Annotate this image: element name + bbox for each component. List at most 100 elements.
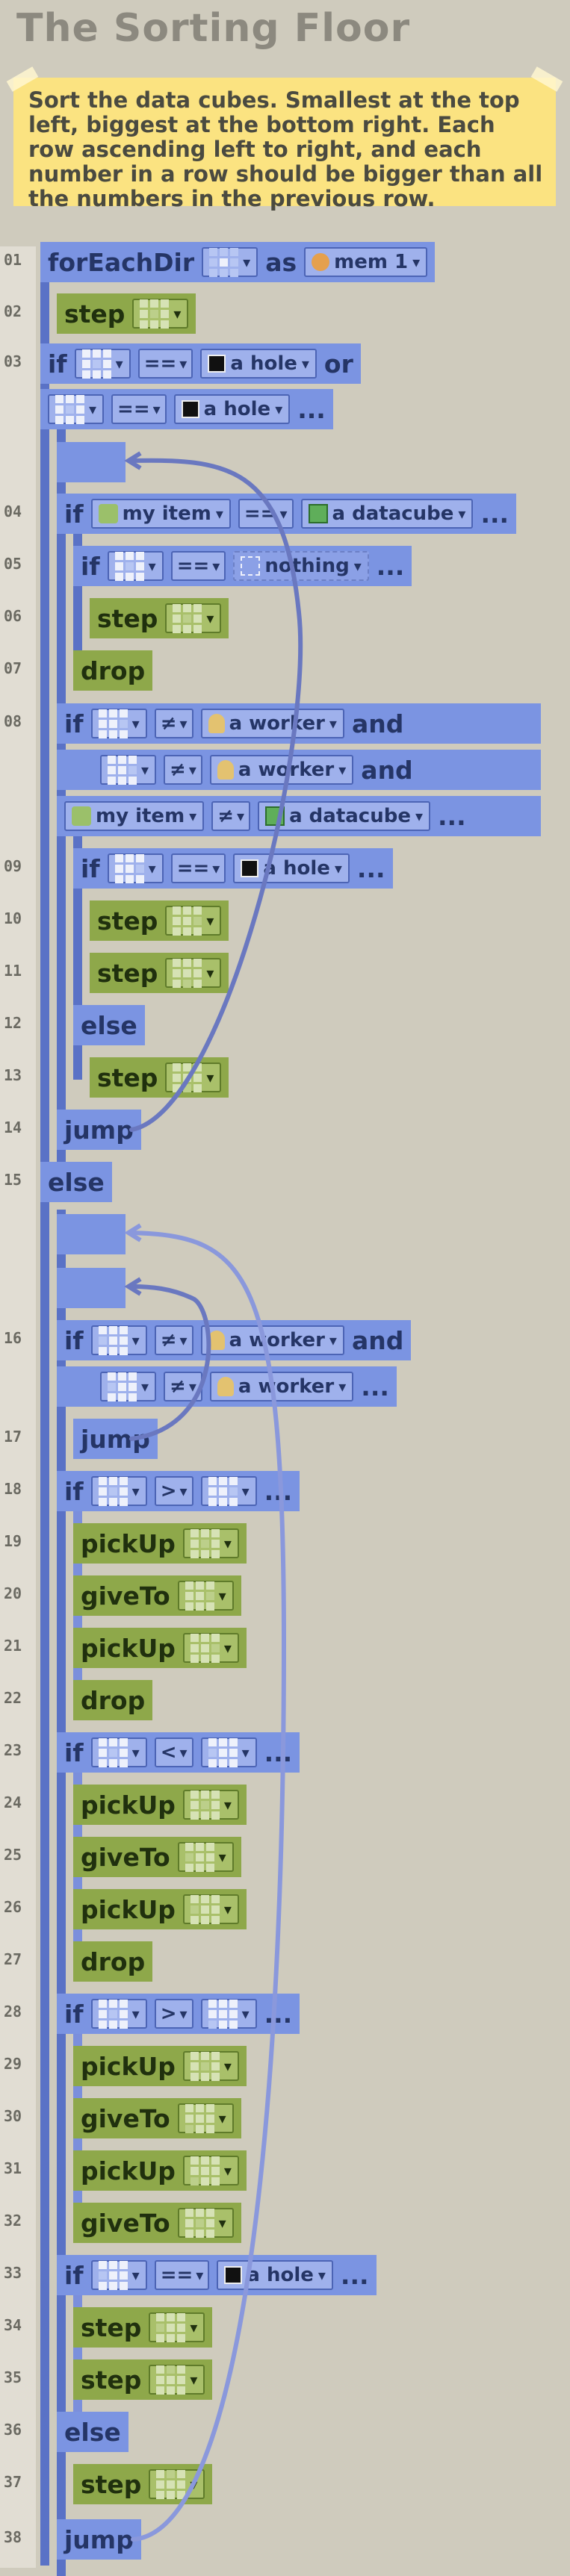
value-dropdown[interactable]: nothing▾	[233, 551, 369, 581]
direction-dropdown[interactable]: ▾	[90, 2260, 147, 2290]
step-block[interactable]: step▾	[90, 953, 229, 993]
operator-dropdown[interactable]: ==▾	[238, 499, 294, 529]
jump-block[interactable]: jump	[57, 1110, 141, 1150]
direction-dropdown[interactable]: ▾	[90, 709, 147, 738]
else-block[interactable]: else	[73, 1005, 145, 1045]
direction-dropdown[interactable]: ▾	[149, 2365, 205, 2395]
direction-dropdown[interactable]: ▾	[200, 1999, 257, 2029]
direction-dropdown[interactable]: ▾	[177, 2208, 234, 2238]
operator-dropdown[interactable]: ≠▾	[154, 709, 193, 738]
if-block[interactable]: if▾==▾a hole▾...	[73, 848, 393, 889]
jump-target[interactable]	[57, 1268, 126, 1308]
jump-block[interactable]: jump	[73, 1419, 158, 1459]
value-dropdown[interactable]: a worker▾	[200, 1325, 344, 1355]
direction-dropdown[interactable]: ▾	[90, 1737, 147, 1767]
direction-dropdown[interactable]: ▾	[165, 603, 222, 633]
step-block[interactable]: step▾	[73, 2359, 213, 2400]
pickup-block[interactable]: pickUp▾	[73, 1889, 247, 1929]
direction-dropdown[interactable]: ▾	[200, 1476, 257, 1506]
step-block[interactable]: step▾	[90, 1057, 229, 1098]
jump-target[interactable]	[57, 442, 126, 482]
value-dropdown[interactable]: a hole▾	[173, 394, 291, 424]
giveto-block[interactable]: giveTo▾	[73, 1837, 241, 1877]
value-dropdown[interactable]: a worker▾	[209, 755, 354, 785]
step-block[interactable]: step▾	[73, 2307, 213, 2348]
direction-dropdown[interactable]: ▾	[132, 299, 189, 329]
direction-dropdown[interactable]: ▾	[74, 349, 131, 379]
else-block[interactable]: else	[40, 1162, 112, 1202]
my-item-dropdown[interactable]: my item▾	[64, 801, 205, 831]
if-block[interactable]: if▾==▾a hole▾or	[40, 343, 361, 384]
jump-block[interactable]: jump	[57, 2519, 141, 2560]
operator-dropdown[interactable]: ==▾	[170, 551, 226, 581]
direction-dropdown[interactable]: ▾	[100, 755, 157, 785]
operator-dropdown[interactable]: >▾	[154, 1999, 193, 2029]
if-block[interactable]: if▾≠▾a worker▾and	[57, 1320, 412, 1360]
direction-dropdown[interactable]: ▾	[149, 2312, 205, 2342]
pickup-block[interactable]: pickUp▾	[73, 2150, 247, 2191]
direction-dropdown[interactable]: ▾	[182, 2156, 239, 2185]
operator-dropdown[interactable]: ==▾	[137, 349, 193, 379]
direction-dropdown[interactable]: ▾	[177, 1842, 234, 1872]
direction-dropdown[interactable]: ▾	[182, 1790, 239, 1820]
giveto-block[interactable]: giveTo▾	[73, 2203, 241, 2243]
else-block[interactable]: else	[57, 2412, 128, 2452]
if-block[interactable]: if▾<▾▾...	[57, 1732, 300, 1773]
direction-dropdown[interactable]: ▾	[149, 2469, 205, 2499]
if-block[interactable]: if▾>▾▾...	[57, 1471, 300, 1511]
step-block[interactable]: step▾	[73, 2464, 213, 2504]
if-condition-row[interactable]: ▾≠▾a worker▾...	[57, 1366, 397, 1407]
if-block[interactable]: if▾==▾a hole▾...	[57, 2255, 377, 2295]
if-condition-row[interactable]: ▾≠▾a worker▾and	[57, 750, 541, 790]
if-block[interactable]: if▾==▾nothing▾...	[73, 546, 412, 586]
pickup-block[interactable]: pickUp▾	[73, 1628, 247, 1668]
step-block[interactable]: step▾	[90, 598, 229, 638]
direction-dropdown[interactable]: ▾	[177, 2103, 234, 2133]
operator-dropdown[interactable]: ≠▾	[211, 801, 251, 831]
direction-dropdown[interactable]: ▾	[202, 247, 258, 277]
direction-dropdown[interactable]: ▾	[100, 1372, 157, 1401]
direction-dropdown[interactable]: ▾	[90, 1999, 147, 2029]
value-dropdown[interactable]: a hole▾	[233, 853, 350, 883]
operator-dropdown[interactable]: >▾	[154, 1476, 193, 1506]
giveto-block[interactable]: giveTo▾	[73, 1575, 241, 1616]
if-condition-row[interactable]: ▾==▾a hole▾...	[40, 389, 333, 429]
value-dropdown[interactable]: a datacube▾	[300, 499, 474, 529]
drop-block[interactable]: drop	[73, 1680, 153, 1720]
direction-dropdown[interactable]: ▾	[90, 1476, 147, 1506]
direction-dropdown[interactable]: ▾	[165, 906, 222, 936]
operator-dropdown[interactable]: ≠▾	[164, 1372, 202, 1401]
giveto-block[interactable]: giveTo▾	[73, 2098, 241, 2138]
direction-dropdown[interactable]: ▾	[165, 1063, 222, 1092]
value-dropdown[interactable]: a worker▾	[200, 709, 344, 738]
pickup-block[interactable]: pickUp▾	[73, 1523, 247, 1564]
operator-dropdown[interactable]: ==▾	[170, 853, 226, 883]
direction-dropdown[interactable]: ▾	[182, 1528, 239, 1558]
drop-block[interactable]: drop	[73, 1941, 153, 1982]
direction-dropdown[interactable]: ▾	[90, 1325, 147, 1355]
value-dropdown[interactable]: a hole▾	[217, 2260, 333, 2290]
if-block[interactable]: if▾≠▾a worker▾and	[57, 703, 541, 744]
direction-dropdown[interactable]: ▾	[182, 2051, 239, 2081]
direction-dropdown[interactable]: ▾	[107, 853, 164, 883]
if-condition-row[interactable]: my item▾≠▾a datacube▾...	[57, 796, 541, 836]
step-block[interactable]: step▾	[57, 293, 196, 334]
operator-dropdown[interactable]: ==▾	[111, 394, 167, 424]
pickup-block[interactable]: pickUp▾	[73, 2046, 247, 2086]
operator-dropdown[interactable]: <▾	[154, 1737, 193, 1767]
direction-dropdown[interactable]: ▾	[48, 394, 105, 424]
value-dropdown[interactable]: a datacube▾	[258, 801, 431, 831]
direction-dropdown[interactable]: ▾	[107, 551, 164, 581]
direction-dropdown[interactable]: ▾	[182, 1633, 239, 1663]
direction-dropdown[interactable]: ▾	[165, 958, 222, 988]
operator-dropdown[interactable]: ≠▾	[164, 755, 202, 785]
operator-dropdown[interactable]: ==▾	[154, 2260, 210, 2290]
drop-block[interactable]: drop	[73, 650, 153, 691]
jump-target[interactable]	[57, 1214, 126, 1254]
direction-dropdown[interactable]: ▾	[200, 1737, 257, 1767]
memory-dropdown[interactable]: mem 1▾	[304, 247, 428, 277]
direction-dropdown[interactable]: ▾	[177, 1581, 234, 1611]
direction-dropdown[interactable]: ▾	[182, 1894, 239, 1924]
